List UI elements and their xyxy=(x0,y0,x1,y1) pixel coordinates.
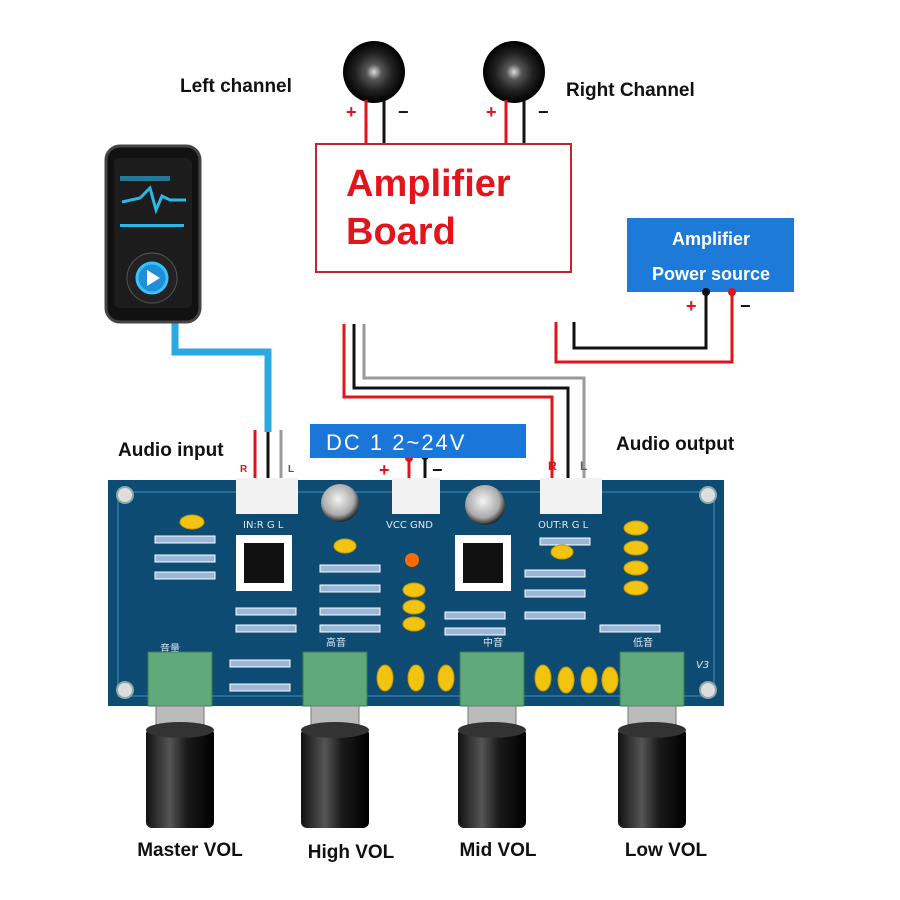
right-plus-sign: + xyxy=(486,102,497,122)
silk-in-header: IN:R G L xyxy=(243,520,284,531)
power-minus-sign: − xyxy=(740,296,751,316)
silk-mid: 中音 xyxy=(483,636,503,649)
dc-supply-box xyxy=(310,424,526,458)
output-l-label: L xyxy=(580,459,587,473)
wires xyxy=(171,292,734,492)
right-channel-label: Right Channel xyxy=(566,80,695,101)
silk-power-header: VCC GND xyxy=(386,520,433,531)
amplifier-board-subtitle: Board xyxy=(346,211,456,253)
knob-label-mid: Mid VOL xyxy=(459,840,536,861)
power-plus-sign: + xyxy=(686,296,697,316)
silk-out-header: OUT:R G L xyxy=(538,520,589,531)
amplifier-board-box xyxy=(315,143,572,273)
knob-master[interactable] xyxy=(146,651,214,828)
input-connector xyxy=(236,478,298,514)
left-minus-sign: − xyxy=(398,102,409,122)
output-r-label: R xyxy=(548,459,557,473)
left-speaker-icon xyxy=(343,41,405,145)
audio-input-label: Audio input xyxy=(118,440,224,461)
left-channel-label: Left channel xyxy=(180,76,292,97)
silk-low: 低音 xyxy=(633,636,653,649)
power-source-subtitle: Power source xyxy=(652,264,770,284)
dc-minus-sign: − xyxy=(432,460,443,480)
left-plus-sign: + xyxy=(346,102,357,122)
input-l-label: L xyxy=(288,464,294,475)
knob-mid[interactable] xyxy=(458,651,526,828)
knob-low[interactable] xyxy=(618,651,686,828)
input-r-label: R xyxy=(240,464,248,475)
dc-plus-sign: + xyxy=(379,460,390,480)
dc-supply-label: DC 1 2~24V xyxy=(326,430,466,455)
mp3-player-icon xyxy=(104,144,202,324)
right-speaker-icon xyxy=(483,41,545,145)
knob-label-low: Low VOL xyxy=(625,840,708,861)
power-connector xyxy=(392,478,440,514)
silk-version: V3 xyxy=(696,660,709,671)
right-minus-sign: − xyxy=(538,102,549,122)
silk-high: 高音 xyxy=(326,636,346,649)
knob-high[interactable] xyxy=(301,651,369,828)
knob-label-master: Master VOL xyxy=(137,840,243,861)
power-source-box xyxy=(627,218,794,292)
audio-output-label: Audio output xyxy=(616,434,735,455)
knob-label-high: High VOL xyxy=(308,842,395,863)
tone-board-pcb: IN:R G L VCC GND OUT:R G L 音量 高音 中音 低音 V… xyxy=(108,478,724,706)
power-source-title: Amplifier xyxy=(672,229,750,249)
output-connector xyxy=(540,478,602,514)
amplifier-board-title: Amplifier xyxy=(346,163,511,205)
